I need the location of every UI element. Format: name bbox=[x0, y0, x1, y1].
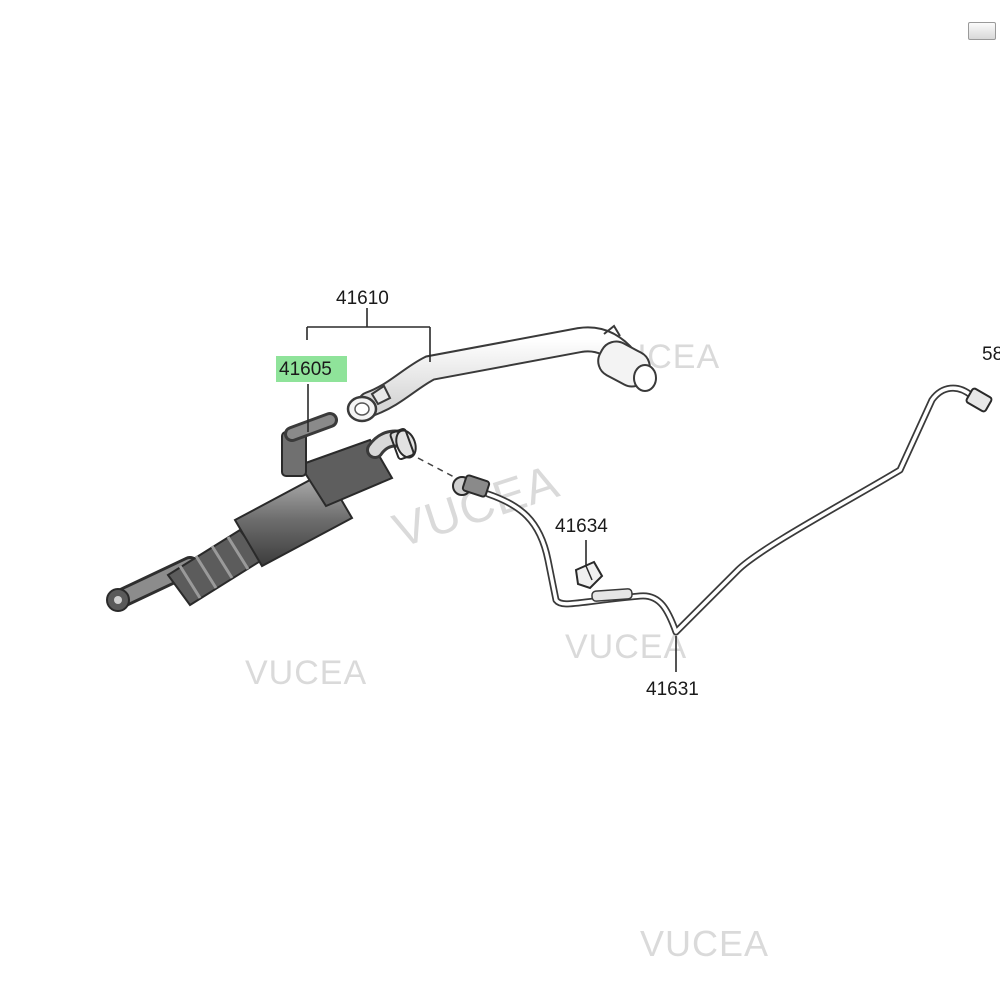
watermark-lower-center: VUCEA bbox=[565, 628, 687, 666]
leader-41610 bbox=[306, 308, 431, 362]
watermarks: VUCEA VUCEA VUCEA VUCEA VUCEA bbox=[245, 338, 769, 964]
part-labels: 41610 41605 41634 41631 58 bbox=[279, 288, 1000, 700]
label-41631[interactable]: 41631 bbox=[646, 679, 699, 700]
part-41610-hose[interactable] bbox=[346, 324, 657, 423]
part-41634-clip[interactable] bbox=[574, 560, 604, 590]
watermark-bottom: VUCEA bbox=[640, 923, 769, 964]
part-41631-clutch-line[interactable] bbox=[452, 384, 993, 636]
part-41605-master-cylinder[interactable] bbox=[106, 412, 419, 612]
label-41634[interactable]: 41634 bbox=[555, 516, 608, 537]
watermark-center: VUCEA bbox=[387, 455, 565, 558]
corner-window-button[interactable] bbox=[968, 22, 996, 40]
highlight-41605 bbox=[276, 356, 347, 382]
leader-lines bbox=[306, 308, 677, 672]
watermark-lower-left: VUCEA bbox=[245, 654, 367, 692]
label-41610[interactable]: 41610 bbox=[336, 288, 389, 309]
assembly-dashed-line bbox=[417, 457, 457, 479]
label-41605[interactable]: 41605 bbox=[279, 359, 332, 380]
label-58-partial[interactable]: 58 bbox=[982, 344, 1000, 365]
